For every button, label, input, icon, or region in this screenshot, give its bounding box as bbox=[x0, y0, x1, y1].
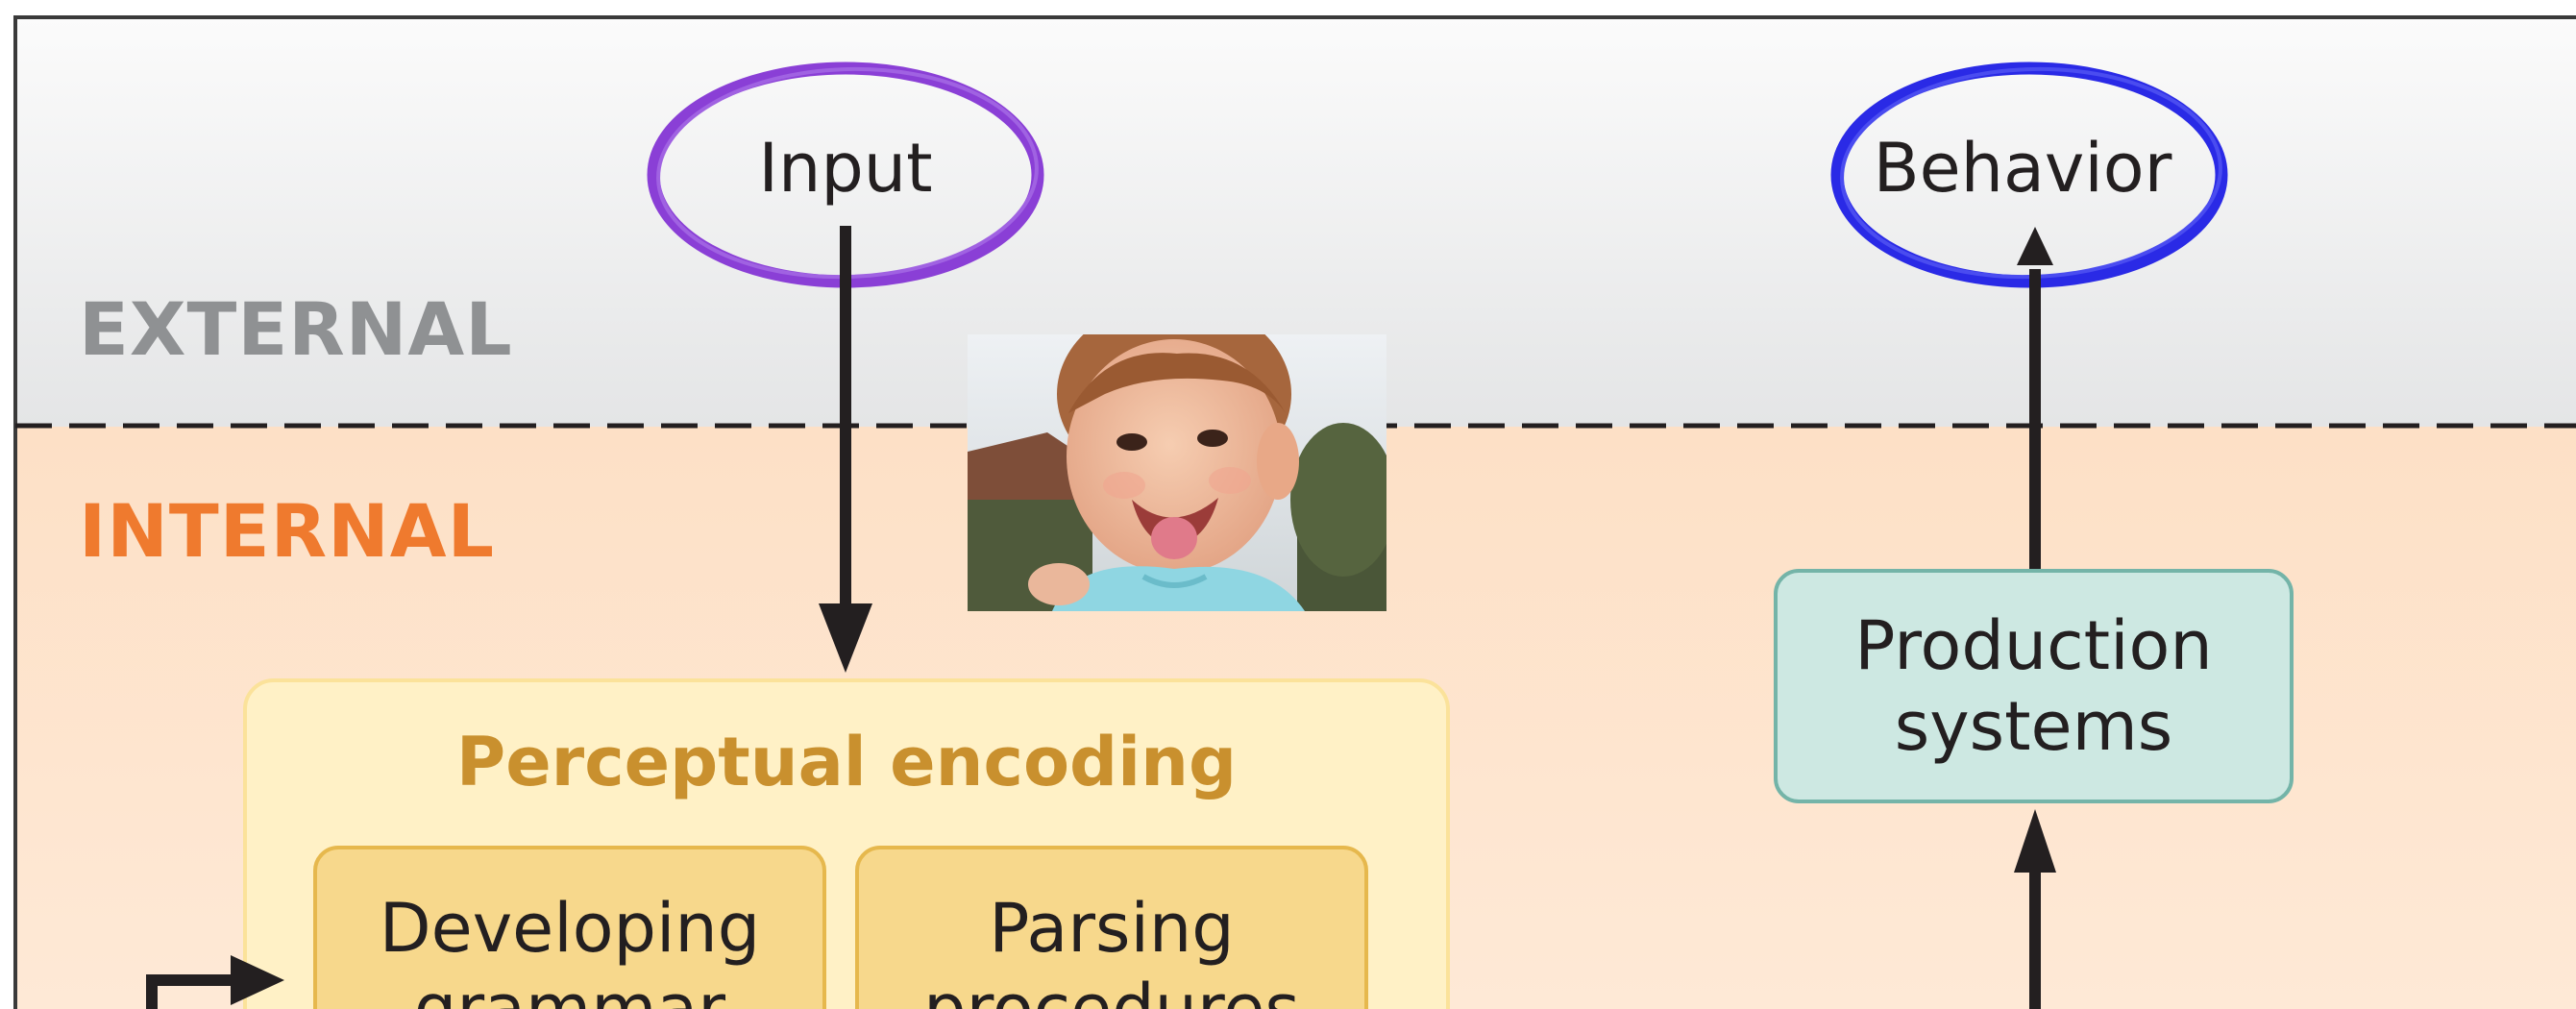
parsing-procedures-label: Parsing procedures bbox=[923, 889, 1300, 1009]
internal-region-label: INTERNAL bbox=[79, 488, 496, 574]
outer-border bbox=[13, 15, 2576, 1009]
child-photo bbox=[968, 334, 1386, 611]
input-label: Input bbox=[758, 129, 933, 208]
external-region-label: EXTERNAL bbox=[79, 286, 513, 372]
production-systems-label: Production systems bbox=[1854, 606, 2213, 766]
behavior-label: Behavior bbox=[1873, 129, 2172, 208]
input-to-perception-arrow bbox=[819, 226, 872, 673]
production-systems-box: Production systems bbox=[1774, 569, 2294, 803]
developing-grammar-label: Developing grammar bbox=[379, 889, 761, 1009]
developing-grammar-box: Developing grammar bbox=[313, 846, 826, 1009]
feedback-arrow bbox=[146, 955, 284, 1009]
to-production-arrow bbox=[2014, 809, 2056, 1009]
production-to-behavior-arrow bbox=[2017, 227, 2053, 569]
perceptual-encoding-title: Perceptual encoding bbox=[455, 723, 1238, 801]
parsing-procedures-box: Parsing procedures bbox=[855, 846, 1368, 1009]
